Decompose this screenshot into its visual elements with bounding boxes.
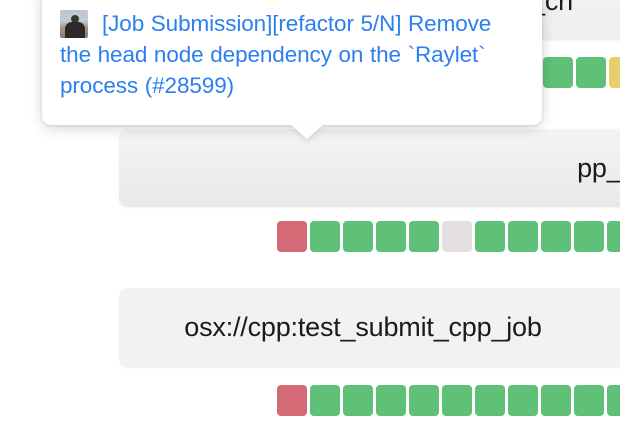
status-cell[interactable]: [376, 385, 406, 416]
commit-tooltip-body: [Job Submission][refactor 5/N] Remove th…: [60, 8, 516, 101]
status-cell[interactable]: [442, 385, 472, 416]
status-cell[interactable]: [541, 385, 571, 416]
commit-tooltip: [Job Submission][refactor 5/N] Remove th…: [42, 0, 542, 139]
status-cell[interactable]: [576, 57, 606, 88]
status-cell[interactable]: [343, 385, 373, 416]
status-cell[interactable]: [310, 221, 340, 252]
commit-author-avatar-icon: [60, 9, 88, 38]
status-cell[interactable]: [343, 221, 373, 252]
status-cell[interactable]: [574, 221, 604, 252]
test-name-bottom: osx://cpp:test_submit_cpp_job: [184, 312, 542, 342]
status-cell[interactable]: [277, 221, 307, 252]
status-cell[interactable]: [277, 385, 307, 416]
status-strip-bottom: [277, 385, 620, 416]
test-card-middle[interactable]: pp_job: [119, 129, 620, 207]
commit-message-link[interactable]: [Job Submission][refactor 5/N] Remove th…: [60, 11, 492, 98]
status-cell[interactable]: [508, 385, 538, 416]
test-name-middle: pp_job: [577, 152, 620, 183]
status-strip-middle: [277, 221, 620, 252]
test-card-bottom[interactable]: osx://cpp:test_submit_cpp_job: [119, 288, 620, 367]
status-cell[interactable]: [475, 221, 505, 252]
status-cell[interactable]: [607, 221, 620, 252]
status-cell[interactable]: [508, 221, 538, 252]
status-cell[interactable]: [609, 57, 620, 88]
status-cell[interactable]: [376, 221, 406, 252]
status-cell[interactable]: [475, 385, 505, 416]
status-cell[interactable]: [409, 385, 439, 416]
status-cell[interactable]: [409, 221, 439, 252]
status-cell[interactable]: [310, 385, 340, 416]
status-cell[interactable]: [541, 221, 571, 252]
status-cell[interactable]: [442, 221, 472, 252]
status-strip-top: [543, 57, 620, 88]
tooltip-arrow-icon: [290, 124, 324, 139]
status-cell[interactable]: [543, 57, 573, 88]
status-cell[interactable]: [574, 385, 604, 416]
status-cell[interactable]: [607, 385, 620, 416]
